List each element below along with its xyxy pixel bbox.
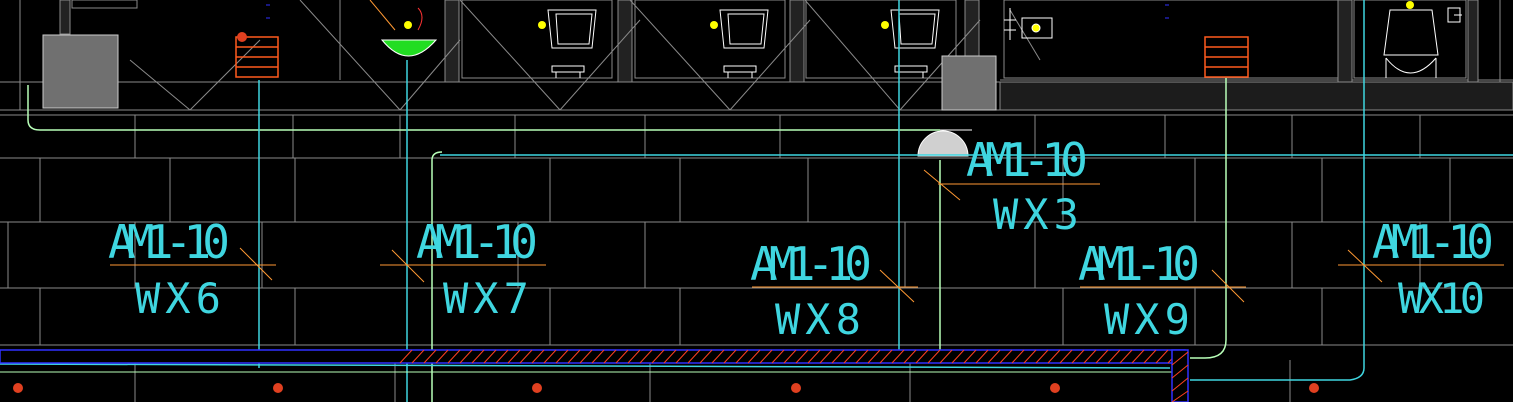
- circuit-label-wx9: AM1-10 WX9: [1078, 237, 1246, 344]
- toilet-icon: [538, 9, 597, 78]
- door-marker-icon: [1447, 7, 1462, 23]
- upper-rooms: [0, 0, 1513, 111]
- circuit-label-wx3: AM1-10 WX3: [923, 133, 1100, 239]
- circuit-text: WX9: [1104, 295, 1195, 344]
- panel-text: AM1-10: [416, 215, 540, 269]
- distribution-box-right: [1204, 36, 1249, 78]
- panel-text: AM1-10: [966, 133, 1090, 187]
- circuit-label-wx10: AM1-10 WX10: [1338, 215, 1504, 323]
- circuit-text: WX6: [135, 274, 226, 323]
- column-marker: [13, 383, 23, 393]
- distribution-box-left: [235, 36, 279, 78]
- panel-text: AM1-10: [750, 237, 874, 291]
- tick-marks: [266, 4, 1169, 19]
- panel-text: AM1-10: [1078, 237, 1202, 291]
- shaft-left: [42, 34, 119, 109]
- floor-grid: [0, 114, 1513, 402]
- circuit-text: WX7: [443, 274, 534, 323]
- washbasin-icon: [369, 0, 438, 57]
- panel-text: AM1-10: [108, 215, 232, 269]
- toilet-icon: [710, 9, 769, 78]
- outlet-dot: [237, 32, 247, 42]
- column-marker: [791, 383, 801, 393]
- column-marker: [1050, 383, 1060, 393]
- shaft-right: [941, 55, 997, 111]
- circuit-label-wx7: AM1-10 WX7: [380, 215, 546, 323]
- circuit-text: WX8: [775, 295, 866, 344]
- panel-text: AM1-10: [1372, 215, 1496, 269]
- column-marker: [532, 383, 542, 393]
- junction-box-icon: [917, 130, 969, 157]
- circuit-label-wx8: AM1-10 WX8: [750, 237, 918, 344]
- circuit-text: WX10: [1398, 274, 1490, 323]
- column-marker: [273, 383, 283, 393]
- toilet-icon: [1383, 1, 1439, 78]
- column-marker: [1309, 383, 1319, 393]
- corridor-wall: [0, 349, 1189, 402]
- column-markers: [13, 383, 1319, 393]
- circuit-text: WX3: [993, 190, 1084, 239]
- toilet-icon: [881, 9, 940, 78]
- water-heater-icon: [1004, 8, 1053, 40]
- circuit-label-wx6: AM1-10 WX6: [108, 215, 276, 323]
